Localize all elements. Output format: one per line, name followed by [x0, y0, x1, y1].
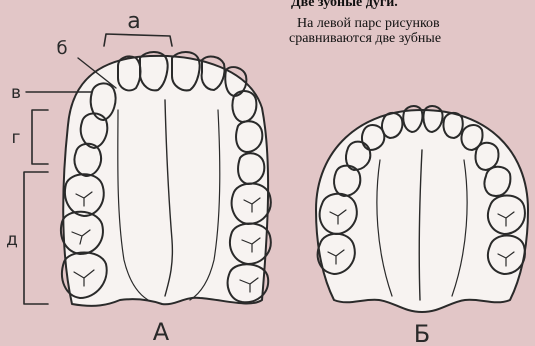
- figure-label-b: Б: [414, 320, 430, 346]
- label-g: г: [12, 128, 21, 148]
- figure-label-a: А: [153, 318, 170, 346]
- label-v: в: [11, 83, 21, 103]
- bracket-d: [24, 172, 48, 304]
- bracket-g: [32, 110, 48, 164]
- arch-a: [24, 34, 271, 306]
- label-a: а: [127, 9, 140, 34]
- arch-b-palate: [316, 110, 528, 312]
- label-b: б: [56, 38, 67, 59]
- bracket-a: [104, 34, 172, 46]
- arch-b: [316, 106, 528, 312]
- label-d: д: [6, 230, 18, 250]
